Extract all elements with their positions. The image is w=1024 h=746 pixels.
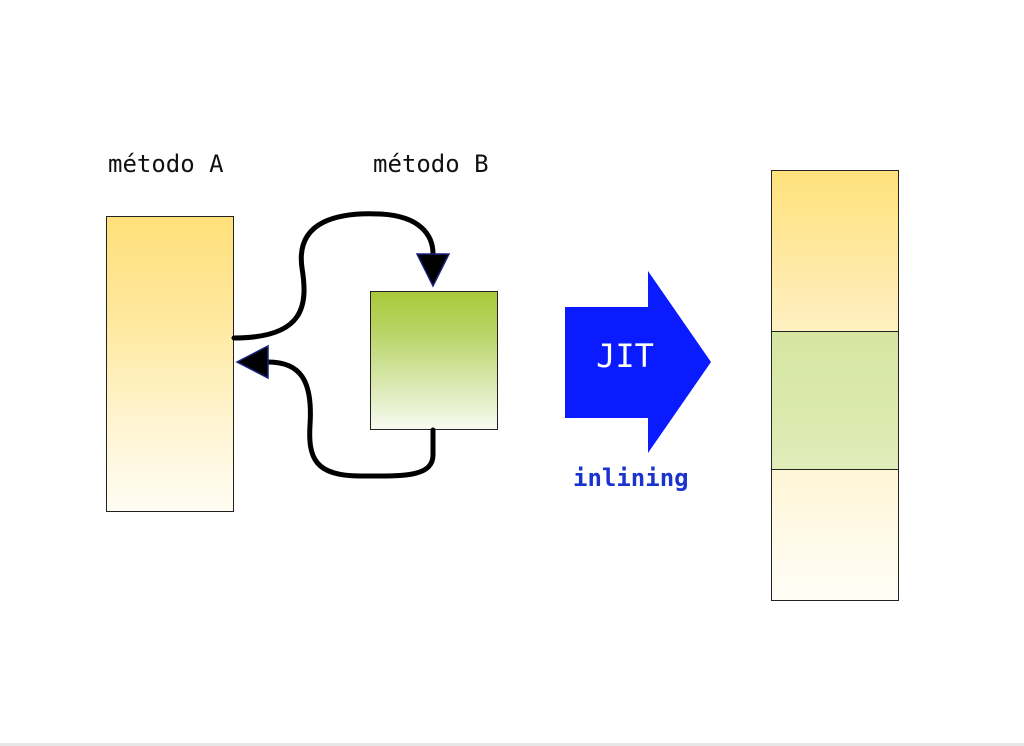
jit-label: JIT <box>596 337 654 375</box>
arrowhead-left-icon <box>235 344 269 380</box>
inlining-label: inlining <box>573 464 689 492</box>
bottom-divider <box>0 743 1024 746</box>
return-path <box>265 359 436 479</box>
method-b-block <box>370 291 498 430</box>
inlined-segment-b <box>772 332 898 470</box>
method-a-block <box>106 216 234 512</box>
inlined-method-stack <box>771 170 899 601</box>
arrowhead-down-icon <box>415 253 451 288</box>
method-a-label: método A <box>108 150 224 178</box>
inlined-segment-a-top <box>772 171 898 332</box>
inlined-segment-a-bottom <box>772 470 898 600</box>
call-path <box>231 211 436 341</box>
method-b-label: método B <box>373 150 489 178</box>
jit-arrow-icon <box>565 271 711 453</box>
